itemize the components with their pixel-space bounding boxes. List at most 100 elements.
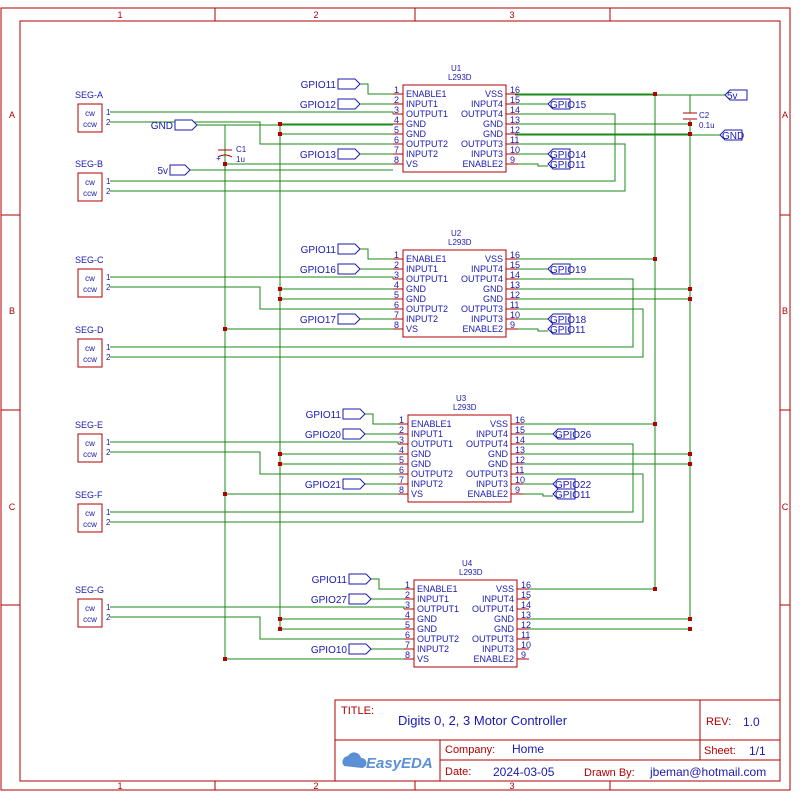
cap-value: 1u xyxy=(236,155,245,164)
chip-part: L293D xyxy=(448,238,472,247)
junction-dot xyxy=(223,492,227,496)
pin-number: 1 xyxy=(106,343,111,352)
pin-name: ENABLE1 xyxy=(406,254,447,264)
title-value: Digits 0, 2, 3 Motor Controller xyxy=(398,713,568,728)
date-key: Date: xyxy=(445,766,471,778)
pin-number: 11 xyxy=(510,300,519,310)
junction-dot xyxy=(653,587,657,591)
junction-dot xyxy=(688,132,692,136)
junction-dot xyxy=(688,627,692,631)
wire xyxy=(360,248,393,260)
wire xyxy=(110,443,634,513)
chip-body xyxy=(407,414,512,503)
row-label: B xyxy=(782,306,788,316)
net-label: GPIO16 xyxy=(300,265,337,276)
net-flag xyxy=(719,129,743,141)
segment-connector xyxy=(77,268,103,298)
pin-number: 15 xyxy=(515,425,525,435)
pin-number: 5 xyxy=(399,455,404,465)
segment-title: SEG-B xyxy=(75,159,103,169)
net-label: GPIO21 xyxy=(305,480,342,491)
net-flag xyxy=(724,89,748,101)
pin-name: OUTPUT3 xyxy=(466,469,508,479)
net-flag xyxy=(547,313,571,325)
pin-name: GND xyxy=(483,284,504,294)
net-flag xyxy=(337,313,361,325)
pin-name: OUTPUT2 xyxy=(406,304,448,314)
chip-ref: U3 xyxy=(456,394,467,403)
junction-dot xyxy=(223,162,227,166)
pin-number: 7 xyxy=(394,145,399,155)
net-flag xyxy=(174,119,198,131)
wire xyxy=(110,473,644,523)
pin-number: 11 xyxy=(510,135,519,145)
pin-name: ENABLE2 xyxy=(462,159,503,169)
logo-text: EasyEDA xyxy=(366,755,433,772)
pin-number: 2 xyxy=(106,353,111,362)
pin-number: 12 xyxy=(515,455,525,465)
net-label: GPIO13 xyxy=(300,150,337,161)
pin-name: INPUT3 xyxy=(476,479,508,489)
pin-number: 8 xyxy=(394,155,399,165)
cw-label: cw xyxy=(85,439,95,448)
pin-number: 2 xyxy=(106,283,111,292)
wire xyxy=(110,616,404,640)
junction-dot xyxy=(688,122,692,126)
pin-name: INPUT2 xyxy=(417,644,449,654)
pin-number: 10 xyxy=(510,145,520,155)
pin-number: 9 xyxy=(510,155,515,165)
pin-number: 4 xyxy=(399,445,404,455)
pin-number: 16 xyxy=(510,85,520,95)
net-label: GPIO11 xyxy=(550,160,586,171)
company-value: Home xyxy=(512,742,544,756)
row-label: C xyxy=(9,502,16,512)
cap-ref: C1 xyxy=(236,145,247,154)
pin-name: INPUT2 xyxy=(406,149,438,159)
wire xyxy=(523,493,553,497)
net-label: GPIO11 xyxy=(301,245,337,256)
col-label: 1 xyxy=(117,10,122,20)
easyeda-logo: EasyEDA xyxy=(342,752,433,772)
pin-number: 8 xyxy=(399,485,404,495)
wire xyxy=(518,328,548,332)
pin-number: 8 xyxy=(394,320,399,330)
pin-name: OUTPUT3 xyxy=(461,304,503,314)
net-flag xyxy=(547,148,571,160)
junction-dot xyxy=(278,452,282,456)
segment-connector xyxy=(77,338,103,368)
pin-number: 15 xyxy=(510,260,520,270)
col-label: 3 xyxy=(509,781,514,791)
pin-name: GND xyxy=(488,449,509,459)
net-flag xyxy=(348,573,372,585)
pin-number: 10 xyxy=(515,475,525,485)
pin-name: VS xyxy=(406,324,418,334)
ccw-label: ccw xyxy=(83,520,97,529)
pin-number: 15 xyxy=(510,95,520,105)
net-label: GPIO14 xyxy=(550,150,587,161)
pin-number: 6 xyxy=(394,300,399,310)
pin-number: 1 xyxy=(106,438,111,447)
pin-name: GND xyxy=(483,294,504,304)
pin-number: 15 xyxy=(521,590,531,600)
net-flag xyxy=(552,488,576,500)
drawn-by-key: Drawn By: xyxy=(584,767,635,779)
pin-number: 1 xyxy=(405,580,410,590)
wire xyxy=(110,451,398,475)
chip-body xyxy=(402,84,507,173)
junction-dot xyxy=(278,617,282,621)
pin-name: OUTPUT4 xyxy=(472,604,514,614)
pin-number: 14 xyxy=(510,270,520,280)
segment-title: SEG-D xyxy=(75,325,104,335)
pin-name: INPUT2 xyxy=(411,479,443,489)
junction-dot xyxy=(278,462,282,466)
date-value: 2024-03-05 xyxy=(493,765,555,779)
pin-name: GND xyxy=(411,449,432,459)
chip-body xyxy=(413,579,518,668)
wire xyxy=(110,308,644,358)
pin-number: 6 xyxy=(394,135,399,145)
pin-name: OUTPUT4 xyxy=(461,274,503,284)
pin-number: 2 xyxy=(394,260,399,270)
pin-name: VSS xyxy=(490,419,508,429)
symbol-layer: SEG-Acwccw12SEG-Bcwccw12SEG-Ccwccw12SEG-… xyxy=(75,64,748,668)
pin-number: 13 xyxy=(521,610,531,620)
